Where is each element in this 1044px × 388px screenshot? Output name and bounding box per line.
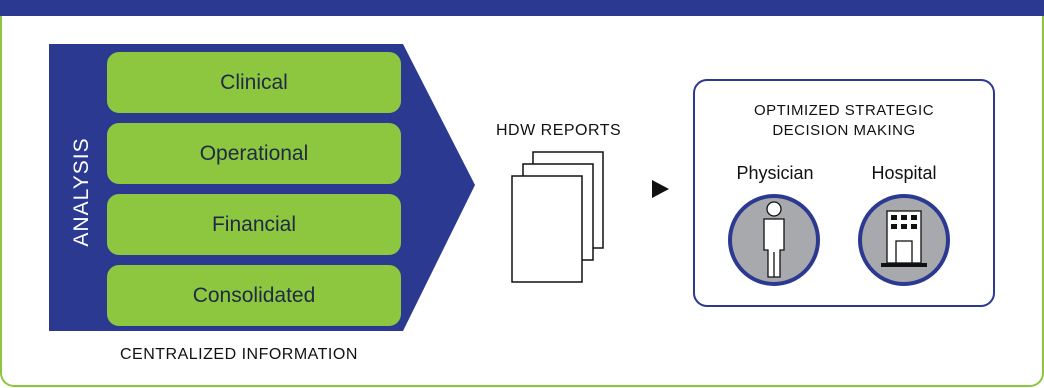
category-operational: Operational — [105, 121, 403, 186]
flow-arrow-icon — [652, 180, 669, 198]
category-financial: Financial — [105, 192, 403, 257]
outcome-box: OPTIMIZED STRATEGIC DECISION MAKING Phys… — [693, 79, 995, 307]
outcome-title-line1: OPTIMIZED STRATEGIC — [753, 102, 935, 119]
hospital-icon — [858, 194, 950, 286]
header-bar — [0, 0, 1044, 16]
analysis-label: ANALYSIS — [70, 137, 93, 247]
reports-title: HDW REPORTS — [496, 122, 622, 139]
outcome-title: OPTIMIZED STRATEGIC DECISION MAKING — [695, 101, 993, 141]
physician-label: Physician — [736, 163, 814, 183]
outcome-title-line2: DECISION MAKING — [772, 122, 916, 139]
analysis-chevron — [49, 44, 475, 331]
physician-icon — [728, 194, 820, 286]
category-clinical: Clinical — [105, 50, 403, 115]
centralized-information-caption: CENTRALIZED INFORMATION — [120, 346, 358, 363]
category-consolidated: Consolidated — [105, 263, 403, 328]
report-pages-icon — [511, 151, 604, 283]
hospital-label: Hospital — [871, 163, 937, 183]
